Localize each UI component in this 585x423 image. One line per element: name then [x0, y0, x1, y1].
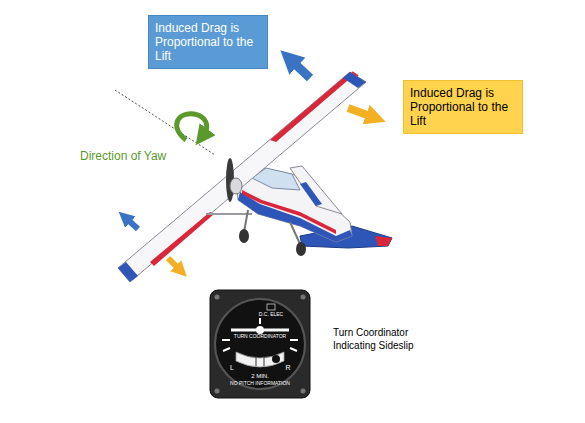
wings-level-mark	[290, 339, 298, 341]
wing-tip-left	[118, 262, 138, 282]
fin-stripe	[300, 182, 322, 206]
callout-text: Induced Drag is Proportional to the Lift	[410, 86, 516, 128]
wing-tip-right	[343, 72, 366, 88]
stabilizer-tip	[375, 236, 392, 246]
instrument-case	[210, 290, 310, 398]
drag-arrow-small	[168, 258, 178, 268]
miniature-airplane-hub	[256, 326, 264, 334]
screw	[301, 389, 306, 394]
instrument-face	[215, 299, 305, 389]
inclinometer-reference	[264, 356, 265, 366]
lift-arrow	[294, 63, 310, 78]
left-mark: L	[230, 364, 234, 372]
lift-callout-box: Induced Drag is Proportional to the Lift	[148, 15, 268, 69]
yaw-arrow	[177, 114, 207, 140]
callout-text: Induced Drag is Proportional to the Lift	[155, 21, 261, 63]
main-wheel	[296, 242, 306, 256]
reference-line	[115, 90, 215, 155]
instrument-note: NO PITCH INFORMATION	[230, 381, 290, 387]
wing-stripe-red-left	[150, 212, 214, 266]
inclinometer-ball	[272, 355, 280, 363]
standard-rate-mark	[290, 348, 297, 351]
screw	[301, 295, 306, 300]
lift-arrow-small	[128, 220, 138, 229]
right-mark: R	[285, 364, 290, 372]
instrument-caption: Turn Coordinator Indicating Sideslip	[333, 327, 433, 352]
nose-wheel	[239, 229, 249, 243]
screw	[215, 295, 220, 300]
drag-arrow	[348, 108, 370, 116]
main-gear	[290, 222, 300, 244]
screw	[215, 389, 220, 394]
wing-stripe-red	[270, 72, 354, 142]
wings-level-mark	[222, 339, 230, 341]
inclinometer-tube	[236, 352, 284, 367]
spinner	[230, 178, 242, 194]
instrument-title: TURN COORDINATOR	[234, 334, 286, 340]
yaw-label: Direction of Yaw	[80, 150, 166, 163]
nose-gear	[244, 210, 248, 232]
wing-tip-light	[352, 72, 358, 76]
standard-rate-mark	[223, 348, 230, 351]
inclinometer-reference	[256, 356, 257, 366]
rate-marking: 2 MIN.	[251, 373, 269, 380]
drag-callout-box: Induced Drag is Proportional to the Lift	[403, 80, 523, 134]
miniature-airplane-tail	[259, 318, 261, 324]
instrument-marking: D.C. ELEC	[259, 312, 283, 318]
flag-window	[267, 304, 275, 310]
wing	[118, 72, 366, 282]
wing-strut	[206, 213, 252, 215]
